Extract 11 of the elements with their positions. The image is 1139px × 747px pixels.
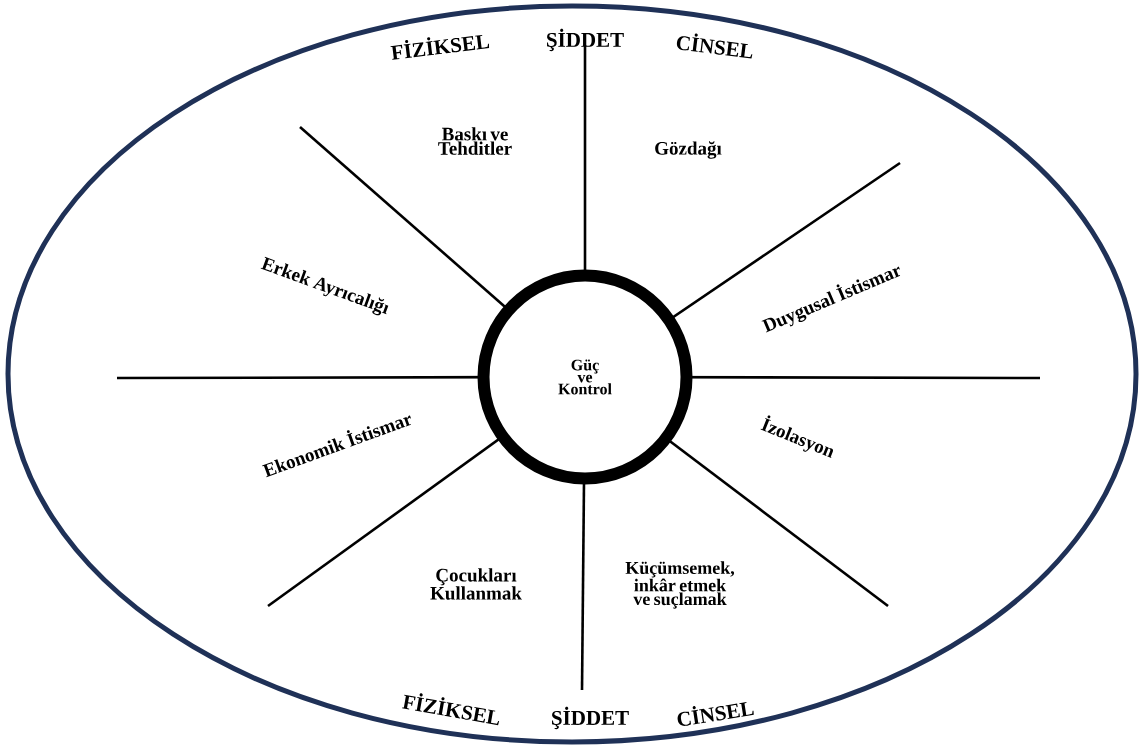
segment-label: Çocukları Kullanmak: [430, 568, 522, 600]
segment-label: Küçümsemek, inkâr etmek ve suçlamak: [625, 561, 735, 609]
rim-text: CİNSEL: [676, 33, 753, 59]
rim-text: ŞİDDET: [547, 28, 624, 52]
wheel-outline: [5, 3, 1139, 745]
rim-text: FİZİKSEL: [390, 34, 490, 60]
segment-label: Gözdağı: [655, 141, 722, 159]
rim-text: ŞİDDET: [552, 706, 629, 730]
segment-label: Baskı ve Tehditler: [438, 127, 512, 155]
rim-text: CİNSEL: [677, 702, 754, 726]
rim-text: FİZİKSEL: [402, 693, 500, 726]
